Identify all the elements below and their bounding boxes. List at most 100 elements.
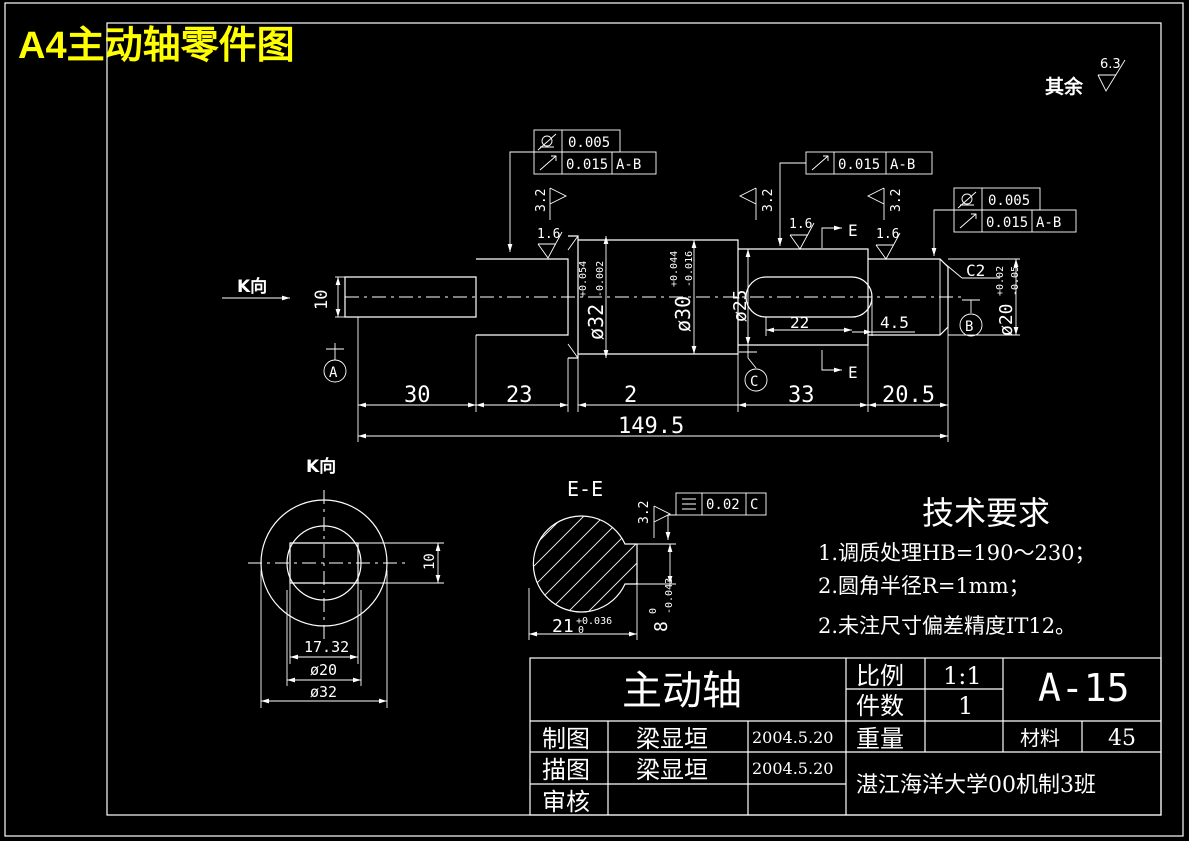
tb-material-value: 45 [1108, 726, 1136, 751]
dim-phi20-tol-low: -0.05 [1010, 266, 1021, 296]
roughness-1-6-mid-text: 1.6 [789, 217, 812, 232]
dim-phi32-tol-up: +0.054 [578, 261, 589, 297]
dim-phi32-text: ø32 [584, 304, 608, 340]
k-view-arrow: K向 [222, 276, 290, 301]
dim-phi25: ø25 [730, 249, 751, 345]
dim-phi32-tol-low: -0.002 [595, 261, 606, 297]
k-dim-17-32-text: 17.32 [304, 638, 349, 656]
tb-scale-value: 1:1 [943, 662, 982, 690]
tb-school: 湛江海洋大学00机制3班 [856, 773, 1096, 798]
tech-requirements: 技术要求 1.调质处理HB=190～230； 2.圆角半径R=1mm； 2.未注… [818, 494, 1096, 638]
tb-checked-label: 审核 [542, 788, 590, 816]
tolerance-frame-2-datum: A-B [890, 157, 915, 173]
tb-drafted-date: 2004.5.20 [752, 728, 833, 747]
tb-weight-label: 重量 [856, 725, 904, 753]
outer-border [4, 2, 1184, 837]
dim-phi20-tol-up: +0.02 [995, 266, 1006, 296]
tb-traced-name: 梁显垣 [636, 756, 708, 784]
tolerance-frame-2: 0.015 A-B [777, 151, 933, 246]
dim-total-text: 149.5 [618, 414, 684, 439]
datum-a-text: A [329, 365, 338, 381]
tech-req-item-1: 1.调质处理HB=190～230； [818, 541, 1096, 565]
section-mark-top: E [821, 221, 858, 248]
tb-material-label: 材料 [1020, 726, 1060, 750]
section-dim-21-text: 21 [552, 616, 574, 637]
roughness-general-value: 6.3 [1100, 57, 1121, 72]
tolerance-frame-2-row1: 0.015 [838, 157, 880, 173]
section-mark-bottom-text: E [848, 363, 858, 382]
roughness-3-2-right: 3.2 [866, 187, 904, 220]
dim-phi30: ø30 +0.044 -0.016 [669, 240, 697, 354]
tolerance-frame-3-datum: A-B [1036, 215, 1061, 231]
section-frame-value: 0.02 [706, 497, 740, 513]
tolerance-frame-1-row2: 0.015 [566, 157, 608, 173]
section-dim-21-tol0: 0 [578, 625, 584, 636]
section-mark-bottom: E [821, 350, 858, 382]
roughness-1-6-right: 1.6 [875, 227, 901, 260]
dim-30-text: 30 [404, 383, 431, 408]
roughness-3-2-mid: 3.2 [738, 187, 776, 220]
k-dim-phi32-text: ø32 [310, 683, 337, 701]
dim-phi20: ø20 +0.02 -0.05 [948, 258, 1021, 336]
tech-req-title: 技术要求 [922, 494, 1050, 532]
tech-req-item-2: 2.圆角半径R=1mm； [818, 574, 1030, 598]
dim-keyway: 22 4.5 [765, 297, 915, 336]
dim-phi30-tol-low: -0.016 [684, 251, 695, 287]
dim-22-text: 22 [790, 313, 809, 332]
tb-count-value: 1 [958, 692, 973, 720]
tb-part-name: 主动轴 [622, 668, 742, 714]
dim-33-text: 33 [788, 383, 815, 408]
datum-b: B [959, 299, 983, 337]
dim-phi30-text: ø30 [671, 296, 695, 332]
dim-2-text: 2 [624, 383, 637, 408]
tolerance-frame-3-row2: 0.015 [986, 215, 1028, 231]
dim-20-5-text: 20.5 [882, 383, 935, 408]
roughness-3-2-mid-text: 3.2 [761, 189, 776, 212]
section-dim-8-text: 8 [651, 621, 672, 632]
tolerance-frame-3: 0.005 0.015 A-B [931, 187, 1077, 256]
tolerance-frame-1-row1: 0.005 [568, 135, 610, 151]
tolerance-frame-3-row1: 0.005 [988, 193, 1030, 209]
roughness-3-2-left-text: 3.2 [534, 189, 549, 212]
roughness-general-symbol [1097, 59, 1126, 92]
tech-req-item-3: 2.未注尺寸偏差精度IT12。 [818, 614, 1076, 638]
dim-chain [357, 317, 949, 442]
datum-a: A [323, 343, 347, 383]
roughness-1-6-right-text: 1.6 [876, 227, 899, 242]
dim-phi32: ø32 +0.054 -0.002 [578, 236, 609, 358]
tb-scale-label: 比例 [856, 662, 904, 690]
section-dim-8-tol0: 0 [648, 608, 659, 614]
tb-drawing-no: A-15 [1038, 666, 1130, 710]
datum-c-text: C [750, 374, 758, 390]
roughness-3-2-right-text: 3.2 [889, 189, 904, 212]
roughness-1-6-left: 1.6 [537, 227, 563, 259]
dim-10: 10 [312, 276, 345, 318]
dim-10-text: 10 [312, 290, 332, 310]
dim-4-5-text: 4.5 [880, 313, 909, 332]
section-dim-21-tol: +0.036 [576, 616, 612, 627]
title-block [529, 657, 1162, 816]
k-view-label: K向 [306, 456, 336, 477]
tb-drafted-label: 制图 [542, 725, 590, 753]
section-view: E-E 3.2 0.02 C 8 0 -0.043 [528, 477, 767, 640]
chamfer-text: C2 [966, 261, 985, 280]
chamfer-label: C2 [943, 261, 1000, 280]
datum-b-text: B [965, 319, 973, 335]
tb-traced-label: 描图 [542, 756, 590, 784]
dim-phi20-text: ø20 [996, 303, 1017, 336]
section-roughness-text: 3.2 [637, 501, 652, 524]
tb-traced-date: 2004.5.20 [752, 759, 833, 778]
section-dim-8-tol: -0.043 [664, 578, 675, 614]
dim-23-text: 23 [506, 383, 533, 408]
k-view: K向 10 17.32 ø20 ø32 [248, 456, 444, 708]
roughness-1-6-left-text: 1.6 [537, 227, 560, 242]
tolerance-frame-1: 0.005 0.015 A-B [507, 129, 657, 252]
k-view-label-main: K向 [237, 276, 267, 297]
dim-phi25-text: ø25 [730, 289, 751, 322]
section-label: E-E [567, 477, 603, 501]
drawing-title: A4主动轴零件图 [18, 25, 295, 67]
roughness-3-2-left: 3.2 [534, 187, 568, 220]
tb-drafted-name: 梁显垣 [636, 725, 708, 753]
dim-phi30-tol-up: +0.044 [669, 251, 680, 287]
